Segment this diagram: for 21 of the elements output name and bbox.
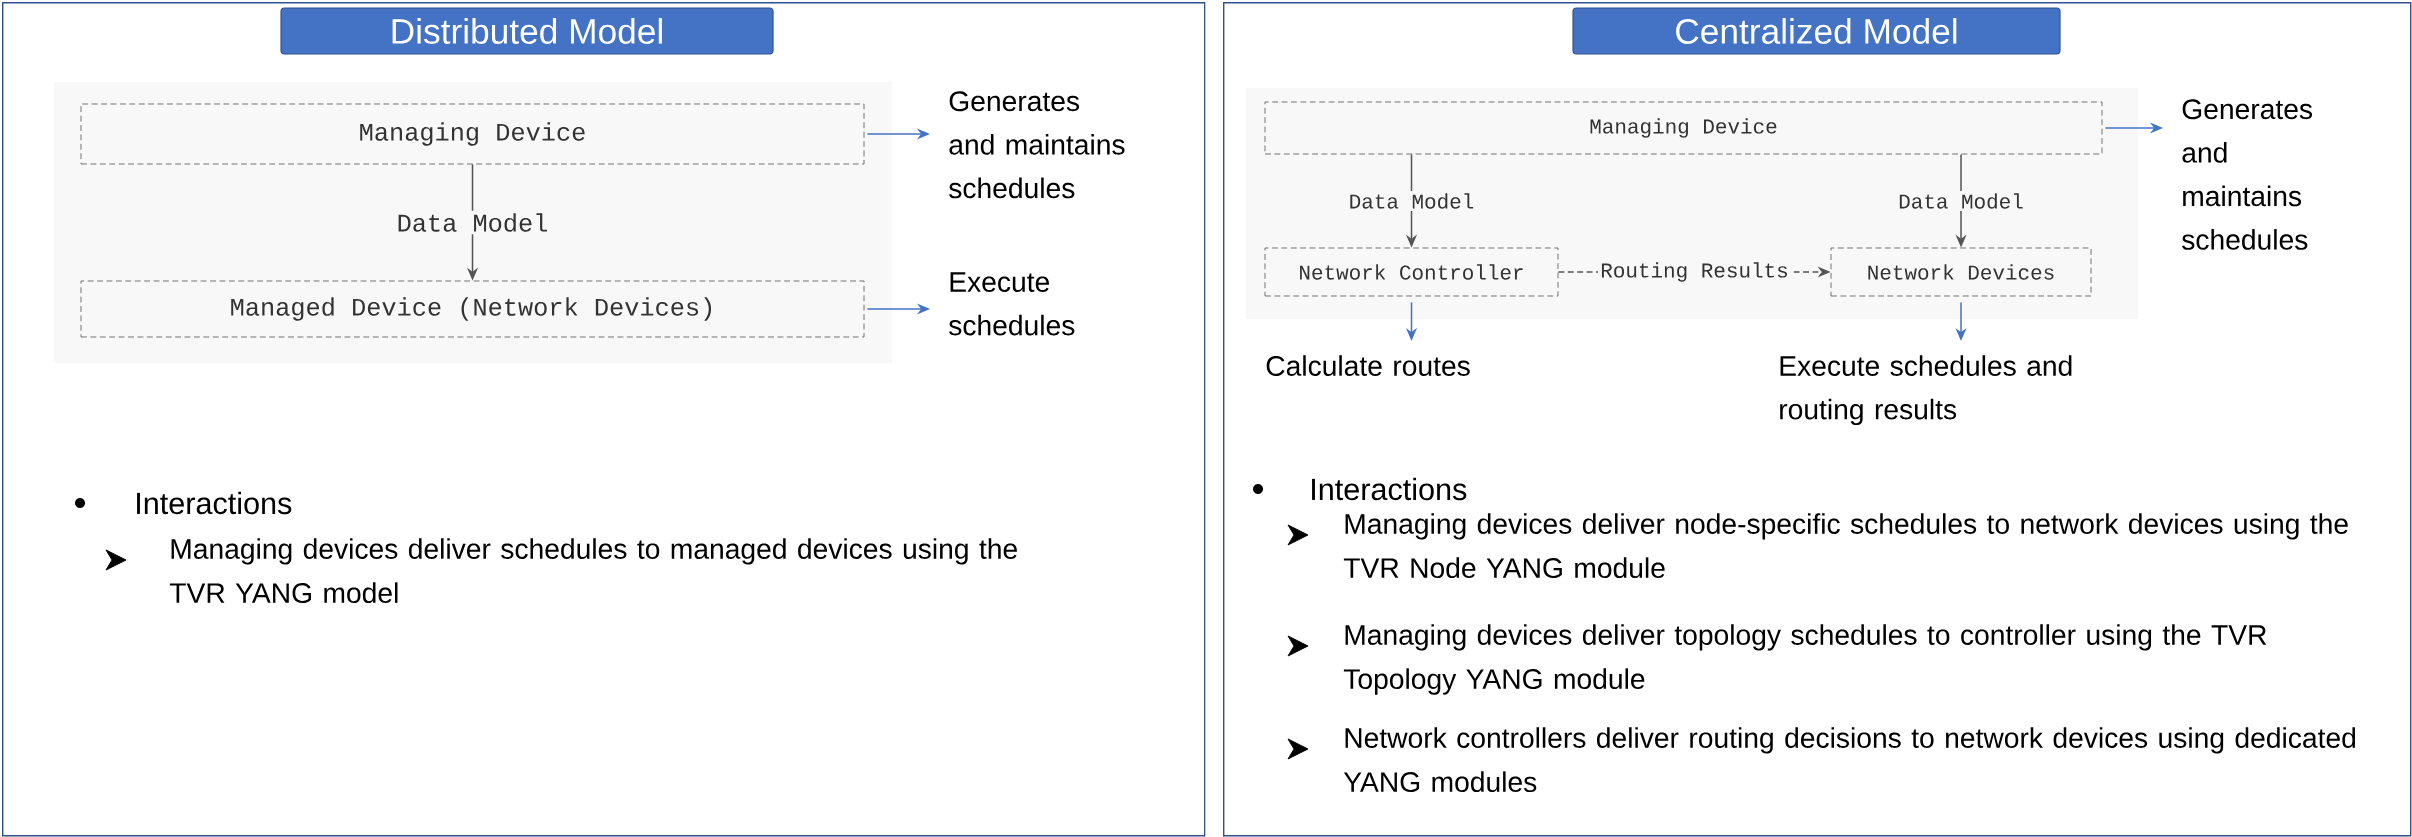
note-text: Generates and maintains schedules	[2182, 99, 2313, 250]
bullet-text: Interactions	[1312, 477, 1467, 501]
bullet-text: Managing devices deliver node-specific schedules to network devices using the TVR Node YANG module	[1343, 513, 2348, 579]
device-box: Managing Device	[80, 103, 865, 165]
bullet-text: Managing devices deliver topology schedules to controller using the TVR Topology YANG module	[1343, 624, 2267, 695]
note-text: Generates and maintains schedules	[949, 91, 1125, 199]
heading-bar: Distributed Model	[280, 7, 774, 55]
edge-label: Routing Results	[1597, 259, 1792, 285]
edge-label: Data Model	[394, 210, 551, 235]
note-text: Calculate routes	[1266, 355, 1470, 376]
edge-label: Data Model	[1346, 190, 1477, 212]
bullet-text: Interactions	[137, 491, 292, 515]
bullet-text: Managing devices deliver schedules to managed devices using the TVR YANG model	[169, 538, 1017, 604]
note-text: Execute schedules	[949, 272, 1075, 336]
note-text: Execute schedules and routing results	[1780, 355, 2072, 426]
device-box: Network Devices	[1830, 247, 2092, 297]
device-box: Managed Device (Network Devices)	[80, 280, 865, 338]
device-box: Network Controller	[1264, 247, 1559, 297]
bullet-text: Network controllers deliver routing decisions to network devices using dedicated YANG modules	[1343, 727, 2356, 793]
device-box: Managing Device	[1264, 101, 2103, 155]
heading-bar: Centralized Model	[1572, 7, 2061, 55]
